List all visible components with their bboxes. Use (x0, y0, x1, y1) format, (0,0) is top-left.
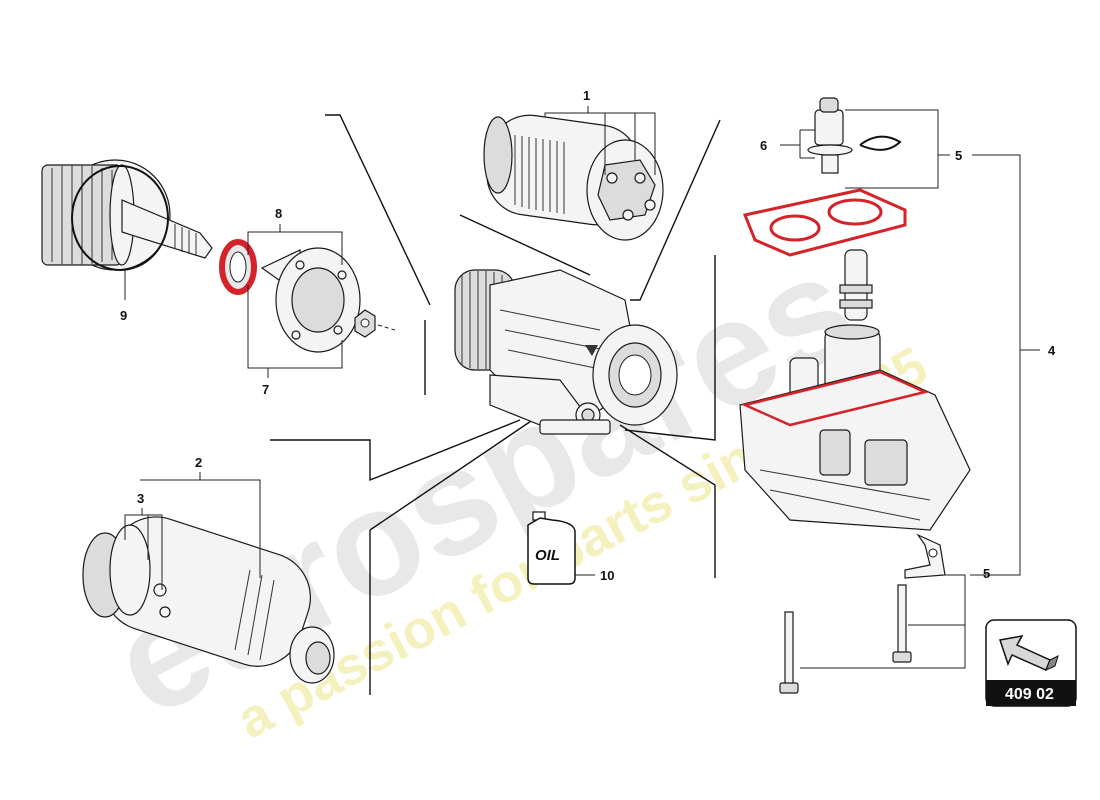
arrow-icon (999, 634, 1059, 671)
valve-body-part-4: 4 (739, 154, 1056, 576)
pump-part-1: 1 (483, 88, 664, 241)
callout-8: 8 (275, 206, 282, 221)
seal-flange-group: 8 7 (219, 206, 396, 397)
central-housing (454, 269, 678, 435)
callout-9: 9 (120, 308, 127, 323)
reference-code: 409 02 (1005, 686, 1054, 703)
valve-part-6: 6 5 (760, 97, 962, 189)
callout-1: 1 (583, 88, 590, 103)
oil-canister-part-10: OIL 10 (527, 511, 614, 585)
actuator-motor-part-2: 2 3 (82, 455, 335, 684)
callout-5a: 5 (955, 148, 962, 163)
reference-box[interactable]: 409 02 (985, 619, 1077, 707)
callout-7: 7 (262, 382, 269, 397)
assembly-leader-lines (270, 114, 721, 695)
gasket (742, 188, 907, 257)
callout-5b: 5 (983, 566, 990, 581)
callout-6: 6 (760, 138, 767, 153)
bracket-bolts-part-5: 5 (779, 533, 990, 694)
oil-label: OIL (535, 547, 560, 564)
shaft-drum-part-9: 9 (41, 159, 213, 323)
callout-4: 4 (1048, 343, 1056, 358)
callout-3: 3 (137, 491, 144, 506)
callout-10: 10 (600, 568, 614, 583)
callout-2: 2 (195, 455, 202, 470)
